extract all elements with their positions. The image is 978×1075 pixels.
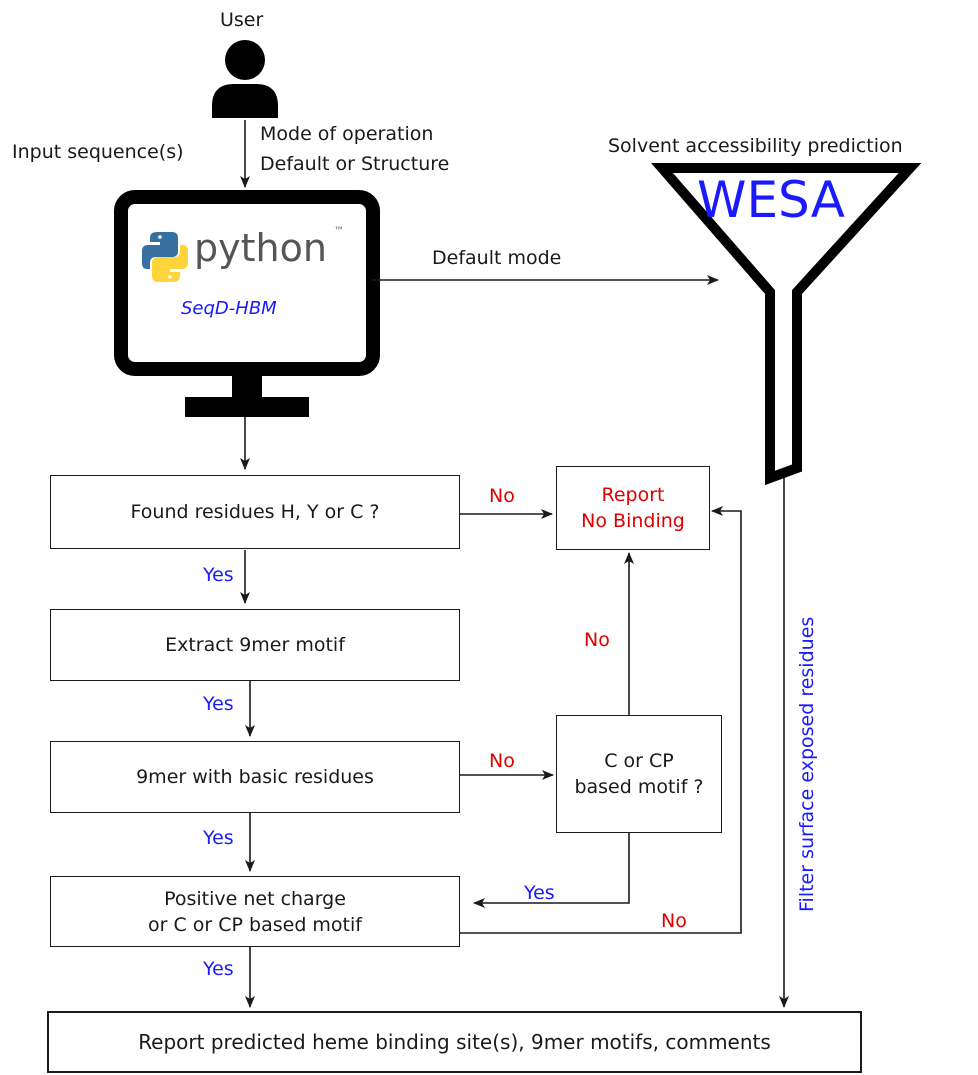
c-cp-motif-line-1: C or CP (604, 750, 674, 772)
positive-charge-box: Positive net charge or C or CP based mot… (50, 876, 460, 947)
user-icon (212, 40, 278, 118)
found-residues-box: Found residues H, Y or C ? (50, 475, 460, 549)
python-trademark: ™ (334, 226, 344, 237)
edge-label-positive-no: No (661, 910, 687, 932)
edge-label-positive-yes: Yes (203, 958, 234, 980)
edge-label-cmotif-yes: Yes (524, 882, 555, 904)
edge-label-found-yes: Yes (203, 564, 234, 586)
python-wordmark: python (194, 226, 327, 270)
edge-cmotif-yes (473, 833, 630, 908)
report-no-binding-line-1: Report (601, 484, 665, 506)
mode-line-2: Default or Structure (260, 153, 450, 175)
positive-charge-line-2: or C or CP based motif (148, 913, 362, 936)
edge-positive-no (460, 506, 742, 934)
monitor-icon (114, 190, 380, 417)
report-no-binding-box: Report No Binding (556, 466, 710, 550)
extract-9mer-box: Extract 9mer motif (50, 609, 460, 681)
solvent-accessibility-label: Solvent accessibility prediction (608, 135, 903, 157)
edge-label-extract-yes: Yes (203, 693, 234, 715)
positive-charge-line-1: Positive net charge (164, 887, 346, 910)
mode-line-1: Mode of operation (260, 123, 434, 145)
funnel-icon (651, 163, 922, 486)
final-report-text: Report predicted heme binding site(s), 9… (138, 1030, 771, 1054)
filter-surface-label: Filter surface exposed residues (796, 616, 818, 912)
wesa-label: WESA (697, 171, 845, 229)
found-residues-text: Found residues H, Y or C ? (130, 501, 380, 523)
edge-label-found-no: No (489, 485, 515, 507)
report-no-binding-line-2: No Binding (581, 510, 685, 532)
seqd-hbm-label: SeqD-HBM (181, 298, 277, 319)
extract-9mer-text: Extract 9mer motif (165, 634, 345, 656)
edge-label-cmotif-no: No (584, 629, 610, 651)
final-report-box: Report predicted heme binding site(s), 9… (47, 1011, 862, 1073)
user-label: User (220, 9, 264, 31)
ninemer-basic-text: 9mer with basic residues (136, 766, 374, 788)
python-logo-icon (142, 232, 188, 282)
ninemer-basic-box: 9mer with basic residues (50, 741, 460, 813)
edge-label-ninemer-yes: Yes (203, 827, 234, 849)
c-cp-motif-box: C or CP based motif ? (556, 715, 722, 833)
edge-label-ninemer-no: No (489, 750, 515, 772)
c-cp-motif-line-2: based motif ? (574, 776, 704, 798)
input-sequences-label: Input sequence(s) (12, 141, 184, 163)
default-mode-label: Default mode (432, 247, 562, 269)
